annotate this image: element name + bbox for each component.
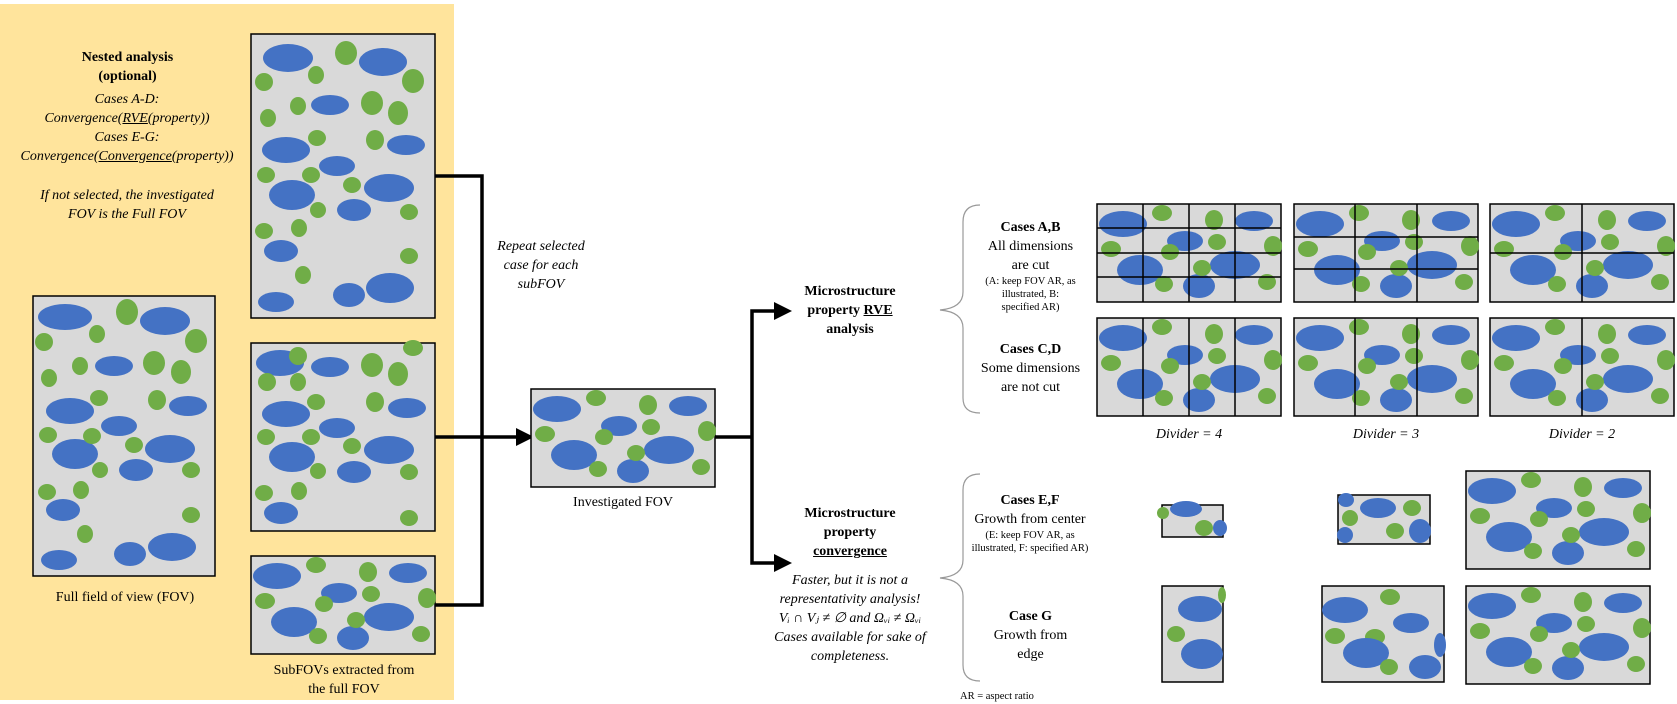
case-ab-label: Cases A,B All dimensions are cut (A: kee… xyxy=(985,220,1076,313)
case-ef-large xyxy=(1465,470,1652,570)
case-cd-label: Cases C,D Some dimensions are not cut xyxy=(980,342,1081,395)
case-ef-label: Cases E,F Growth from center (E: keep FO… xyxy=(971,493,1089,554)
subfov-middle xyxy=(250,340,436,532)
subfov-bottom xyxy=(250,555,437,655)
rve-analysis-label: Microstructure property RVE analysis xyxy=(804,284,896,337)
case-g-label: Case G Growth from edge xyxy=(993,609,1068,662)
case-g-small xyxy=(1161,585,1226,683)
convergence-label: Microstructure property convergence xyxy=(804,506,896,559)
nested-note: If not selected, the investigated FOV is… xyxy=(40,188,214,222)
subfov-top xyxy=(250,33,436,319)
divider-3-label: Divider = 3 xyxy=(1352,427,1420,442)
nested-title: Nested analysis (optional) xyxy=(81,50,174,84)
case-ab-divider-3 xyxy=(1293,203,1480,303)
investigated-fov xyxy=(530,388,717,488)
case-g-medium xyxy=(1321,585,1446,683)
case-cd-divider-3 xyxy=(1293,317,1480,417)
investigated-fov-label: Investigated FOV xyxy=(573,495,673,510)
nested-cases: Cases A-D: Convergence(RVE(property)) Ca… xyxy=(20,92,234,164)
convergence-note: Faster, but it is not a representativity… xyxy=(774,573,926,664)
case-ab-divider-4 xyxy=(1096,203,1283,303)
divider-4-label: Divider = 4 xyxy=(1155,427,1223,442)
case-cd-divider-2 xyxy=(1489,317,1676,417)
full-fov-label: Full field of view (FOV) xyxy=(55,590,195,605)
case-ab-divider-2 xyxy=(1489,203,1676,303)
divider-2-label: Divider = 2 xyxy=(1548,427,1616,442)
case-ef-medium xyxy=(1337,493,1431,545)
repeat-note: Repeat selected case for each subFOV xyxy=(497,239,585,292)
case-g-large xyxy=(1465,585,1652,685)
case-ef-small xyxy=(1157,501,1227,538)
case-cd-divider-4 xyxy=(1096,317,1283,417)
subfov-label: SubFOVs extracted from the full FOV xyxy=(273,663,415,697)
aspect-ratio-note: AR = aspect ratio xyxy=(960,691,1034,702)
